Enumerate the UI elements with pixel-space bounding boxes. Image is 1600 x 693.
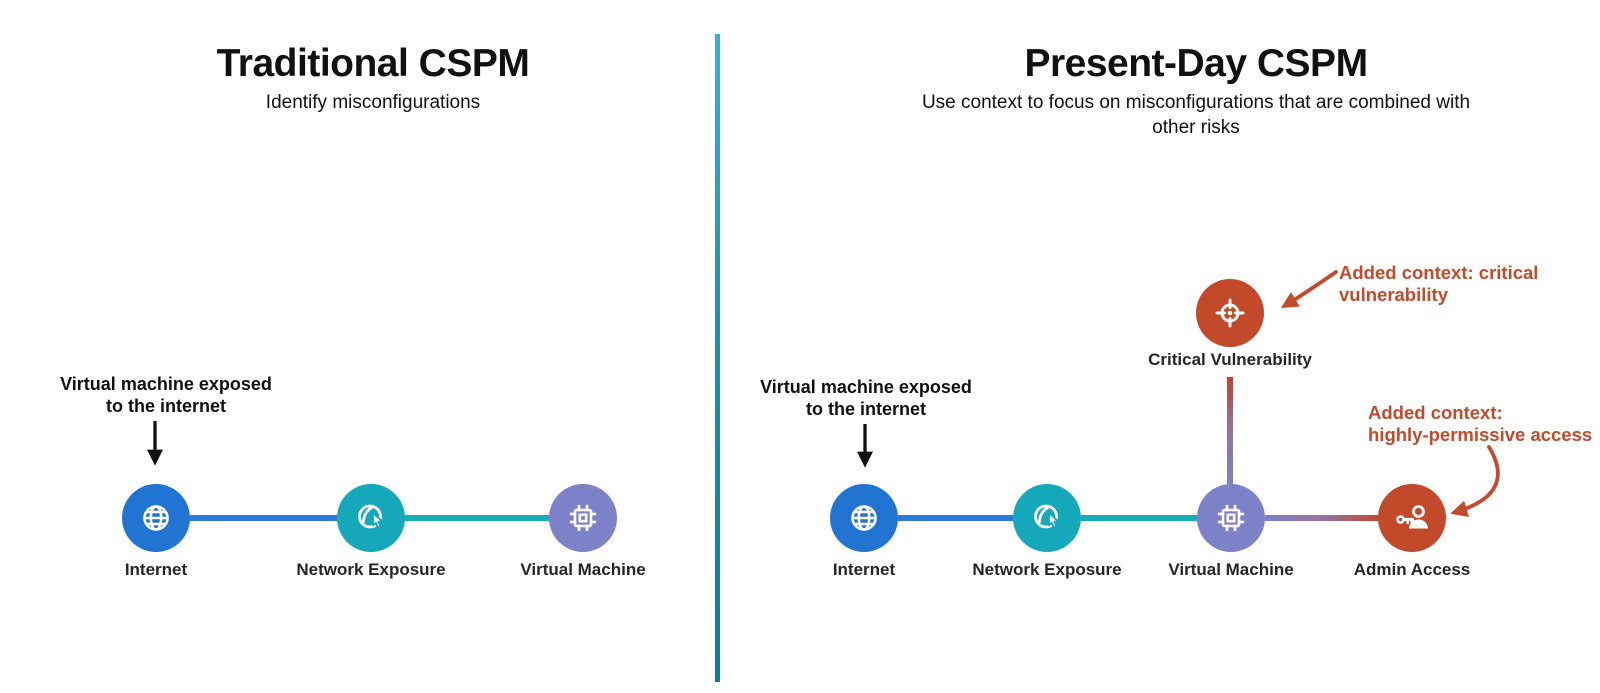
left-label-virtual-machine: Virtual Machine xyxy=(520,560,646,579)
left-node-internet xyxy=(122,484,190,552)
annotation-admin-access-line2: highly-permissive access xyxy=(1368,424,1593,445)
left-connector-internet-exposure xyxy=(190,515,337,521)
annotation-admin-access: Added context: highly-permissive access xyxy=(1368,402,1592,446)
cpu-chip-icon xyxy=(563,498,603,538)
key-person-icon xyxy=(1392,498,1432,538)
right-node-internet xyxy=(830,484,898,552)
right-label-network-exposure: Network Exposure xyxy=(972,560,1122,579)
right-panel-subtitle: Use context to focus on misconfiguration… xyxy=(921,92,1471,138)
annotation-admin-access-line1: Added context: xyxy=(1368,402,1503,423)
left-callout-line1: Virtual machine exposed xyxy=(60,374,272,394)
left-node-virtual-machine xyxy=(549,484,617,552)
left-callout-line2: to the internet xyxy=(106,395,226,416)
annotation-critical-vulnerability: Added context: critical vulnerability xyxy=(1339,262,1538,306)
right-label-virtual-machine: Virtual Machine xyxy=(1168,560,1294,579)
right-node-virtual-machine xyxy=(1197,484,1265,552)
globe-cursor-icon xyxy=(351,498,391,538)
right-callout-line1: Virtual machine exposed xyxy=(760,377,972,397)
globe-icon xyxy=(136,498,176,538)
left-panel-title: Traditional CSPM xyxy=(216,42,530,85)
right-node-admin-access xyxy=(1378,484,1446,552)
right-connector-vuln-vm xyxy=(1227,377,1233,484)
target-icon xyxy=(1210,293,1250,333)
critical-vulnerability-curved-arrow xyxy=(1280,270,1338,309)
annotation-critical-vulnerability-line1: Added context: critical xyxy=(1339,262,1539,283)
left-callout: Virtual machine exposed to the internet xyxy=(16,374,316,417)
cpu-chip-icon xyxy=(1211,498,1251,538)
right-connector-internet-exposure xyxy=(898,515,1013,521)
left-label-network-exposure: Network Exposure xyxy=(296,560,446,579)
globe-icon xyxy=(844,498,884,538)
left-panel-subtitle: Identify misconfigurations xyxy=(265,92,481,113)
right-connector-exposure-vm xyxy=(1081,515,1197,521)
right-callout: Virtual machine exposed to the internet xyxy=(716,377,1016,420)
right-connector-vm-admin xyxy=(1265,515,1378,521)
right-label-admin-access: Admin Access xyxy=(1353,560,1471,579)
annotation-critical-vulnerability-line2: vulnerability xyxy=(1339,284,1448,305)
right-label-critical-vulnerability: Critical Vulnerability xyxy=(1148,350,1312,369)
panel-divider xyxy=(715,34,720,682)
admin-access-curved-arrow xyxy=(1450,445,1500,517)
globe-cursor-icon xyxy=(1027,498,1067,538)
right-callout-line2: to the internet xyxy=(806,398,926,419)
left-node-network-exposure xyxy=(337,484,405,552)
right-panel-title: Present-Day CSPM xyxy=(1024,42,1368,85)
left-connector-exposure-vm xyxy=(405,515,549,521)
left-label-internet: Internet xyxy=(124,560,188,579)
right-node-network-exposure xyxy=(1013,484,1081,552)
right-node-critical-vulnerability xyxy=(1196,279,1264,347)
right-label-internet: Internet xyxy=(832,560,896,579)
